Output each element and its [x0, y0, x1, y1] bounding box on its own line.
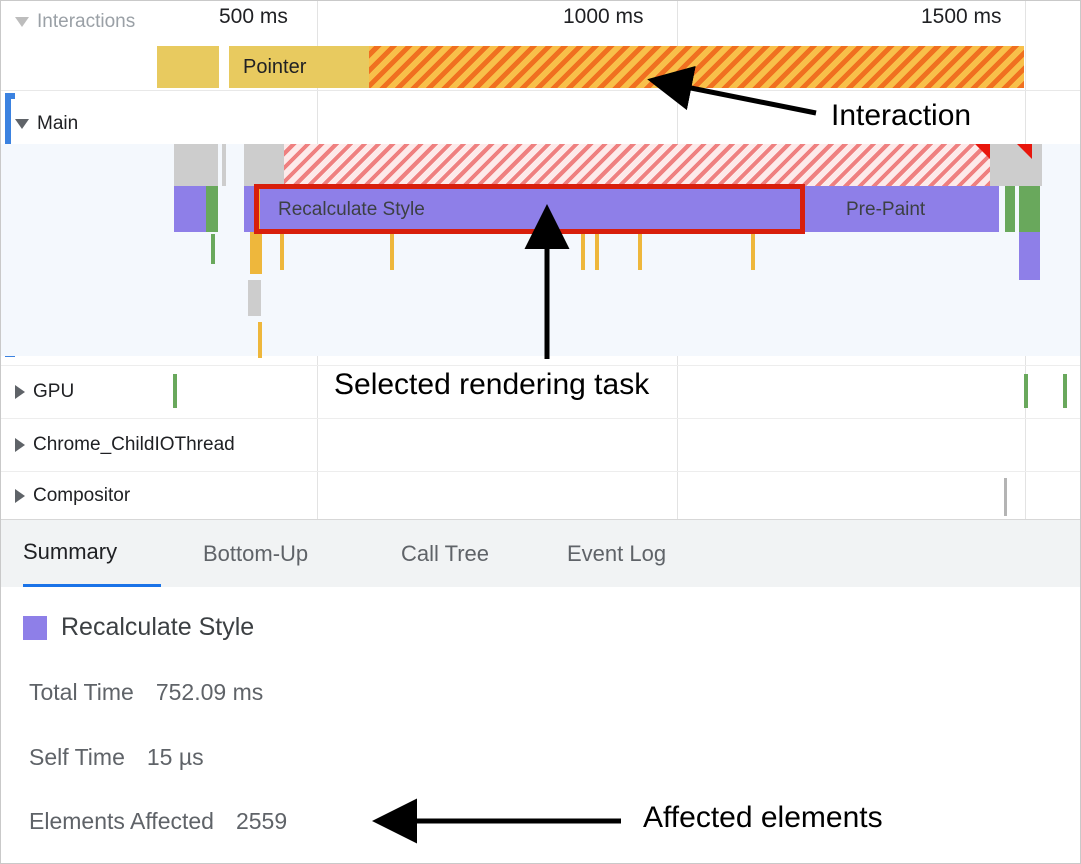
track-header-main[interactable]: Main	[1, 106, 78, 142]
bar-gray-1[interactable]	[174, 144, 218, 186]
summary-elements-affected-value: 2559	[235, 808, 288, 834]
bar-purple-3[interactable]	[805, 186, 829, 232]
bar-pre-paint-label: Pre-Paint	[846, 200, 926, 219]
ruler-tick-1500: 1500 ms	[921, 5, 1002, 28]
compositor-mark-1[interactable]	[1004, 478, 1007, 516]
track-label-compositor: Compositor	[33, 484, 131, 506]
tab-summary-label: Summary	[23, 539, 118, 564]
track-divider	[1, 90, 1080, 91]
interaction-long-hatch[interactable]	[369, 46, 1024, 88]
chevron-right-icon[interactable]	[15, 438, 25, 452]
annotation-affected-elements: Affected elements	[643, 801, 883, 834]
bar-green-2[interactable]	[1005, 186, 1015, 232]
timeline-ruler[interactable]: 500 ms 1000 ms 1500 ms	[1, 1, 1080, 41]
chevron-down-icon[interactable]	[15, 119, 29, 129]
track-label-interactions: Interactions	[37, 11, 136, 32]
bar-purple-row3[interactable]	[1019, 232, 1040, 280]
event-marker-gold-g[interactable]	[751, 232, 755, 270]
track-label-gpu: GPU	[33, 381, 75, 402]
long-task-warning-1	[975, 144, 990, 159]
event-marker-gold-e[interactable]	[595, 232, 599, 270]
bar-task-long[interactable]	[284, 144, 990, 186]
details-tabbar[interactable]: Summary Bottom-Up Call Tree Event Log	[1, 519, 1080, 589]
summary-title-label: Recalculate Style	[61, 613, 255, 641]
track-label-chrome-childiothread: Chrome_ChildIOThread	[33, 434, 235, 455]
bar-green-1[interactable]	[206, 186, 218, 232]
event-marker-gold-a[interactable]	[250, 232, 262, 274]
tab-call-tree[interactable]: Call Tree	[401, 520, 526, 588]
summary-self-time: Self Time 15 µs	[29, 744, 204, 771]
bar-pre-paint[interactable]	[829, 186, 999, 232]
summary-panel	[1, 587, 1080, 863]
summary-total-time-value: 752.09 ms	[155, 679, 264, 705]
event-marker-gold-f[interactable]	[638, 232, 642, 270]
gpu-header: GPU	[15, 366, 74, 418]
tab-call-tree-label: Call Tree	[401, 541, 490, 566]
tab-bottom-up-label: Bottom-Up	[203, 541, 309, 566]
summary-self-time-label: Self Time	[29, 744, 125, 770]
sidebar-item-chrome-childiothread[interactable]: Chrome_ChildIOThread	[1, 418, 1080, 471]
event-marker-gold-d[interactable]	[581, 232, 585, 270]
event-marker-green-a[interactable]	[211, 234, 215, 264]
summary-elements-affected: Elements Affected 2559	[29, 808, 287, 835]
interaction-pointer[interactable]: Pointer	[229, 46, 369, 88]
sidebar-item-gpu[interactable]: GPU	[1, 365, 1080, 418]
gpu-mark-2[interactable]	[1024, 374, 1028, 408]
summary-self-time-value: 15 µs	[146, 744, 204, 770]
summary-total-time: Total Time 752.09 ms	[29, 679, 263, 706]
annotation-interaction: Interaction	[831, 99, 972, 132]
bar-gray-2[interactable]	[222, 144, 226, 186]
bar-purple-2[interactable]	[244, 186, 254, 232]
bar-purple-1[interactable]	[174, 186, 206, 232]
bar-task[interactable]: Task	[244, 144, 535, 186]
tab-event-log[interactable]: Event Log	[567, 520, 707, 588]
event-marker-gold-c[interactable]	[390, 232, 394, 270]
compositor-header: Compositor	[15, 472, 130, 519]
summary-title: Recalculate Style	[23, 613, 254, 642]
chevron-right-icon[interactable]	[15, 385, 25, 399]
chevron-down-icon[interactable]	[15, 17, 29, 27]
interaction-pointer-label: Pointer	[243, 55, 307, 78]
annotation-selected-rendering-task: Selected rendering task	[334, 368, 650, 401]
interaction-block-1[interactable]	[157, 46, 219, 88]
ruler-tick-1000: 1000 ms	[563, 5, 644, 28]
gpu-mark-3[interactable]	[1063, 374, 1067, 408]
sidebar-item-compositor[interactable]: Compositor	[1, 471, 1080, 519]
chrome-childiothread-header: Chrome_ChildIOThread	[15, 419, 235, 471]
bar-gray-row4[interactable]	[248, 280, 261, 316]
long-task-warning-2	[1017, 144, 1032, 159]
gpu-mark-1[interactable]	[173, 374, 177, 408]
bar-green-3[interactable]	[1019, 186, 1040, 232]
chevron-right-icon[interactable]	[15, 488, 25, 503]
track-label-main: Main	[37, 113, 79, 134]
track-header-interactions[interactable]: Interactions	[1, 7, 201, 37]
ruler-tick-500: 500 ms	[219, 5, 288, 28]
event-color-swatch	[23, 615, 47, 640]
track-main-rows[interactable]: Task Recalculate Style Pre-Paint	[1, 144, 1080, 358]
bar-recalculate-style-label: Recalculate Style	[278, 200, 425, 219]
track-interactions[interactable]: Pointer	[1, 46, 1080, 88]
summary-total-time-label: Total Time	[29, 679, 134, 705]
event-marker-gold-b[interactable]	[280, 232, 284, 270]
event-marker-gold-h[interactable]	[258, 322, 262, 358]
tab-bottom-up[interactable]: Bottom-Up	[203, 520, 358, 588]
summary-elements-affected-label: Elements Affected	[29, 808, 214, 834]
tab-summary[interactable]: Summary	[23, 520, 161, 588]
tab-event-log-label: Event Log	[567, 541, 667, 566]
